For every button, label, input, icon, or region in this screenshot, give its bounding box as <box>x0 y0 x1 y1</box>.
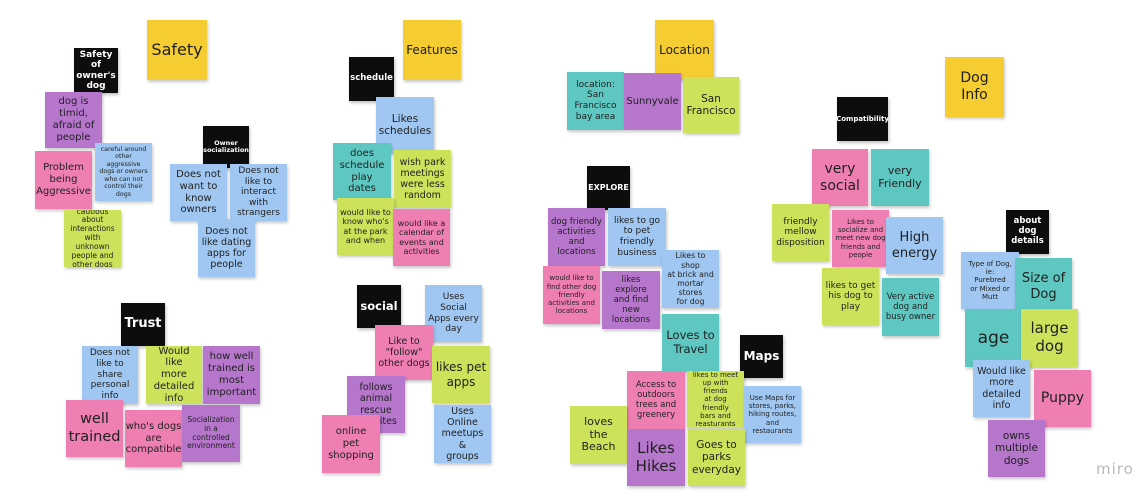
note-very-active-dog[interactable]: Very active dog and busy owner <box>882 278 939 336</box>
note-friendly-mellow[interactable]: friendly mellow disposition <box>772 204 829 261</box>
note-social-apps-every-day[interactable]: Uses Social Apps every day <box>425 285 482 342</box>
note-problem-aggressive[interactable]: Problem being Aggressive <box>35 151 92 209</box>
note-dog-info-title[interactable]: Dog Info <box>945 57 1004 117</box>
header-schedule[interactable]: schedule <box>349 57 394 101</box>
note-follow-other-dogs[interactable]: Like to "follow" other dogs <box>375 325 433 380</box>
note-explore-new-locations[interactable]: likes explore and find new locations <box>602 271 660 329</box>
note-find-other-activities[interactable]: would like to find other dog friendly ac… <box>543 266 600 324</box>
note-cautious-interactions[interactable]: cautious about interactions with unknown… <box>64 210 121 267</box>
note-maps-for-stores[interactable]: Use Maps for stores, parks, hiking route… <box>744 386 801 443</box>
note-socialization-controlled[interactable]: Socialization in a controlled environmen… <box>182 405 240 462</box>
note-very-friendly[interactable]: very Friendly <box>871 149 929 206</box>
miro-logo: miro <box>1096 460 1134 478</box>
note-loves-the-beach[interactable]: loves the Beach <box>570 406 627 464</box>
note-puppy[interactable]: Puppy <box>1034 370 1091 427</box>
note-more-detailed-info-dog[interactable]: Would like more detailed info <box>973 360 1030 417</box>
note-large-dog[interactable]: large dog <box>1021 309 1078 367</box>
note-not-know-owners[interactable]: Does not want to know owners <box>170 164 227 221</box>
note-shop-brick-mortar[interactable]: Likes to shop at brick and mortar stores… <box>662 250 719 308</box>
note-park-meetings-random[interactable]: wish park meetings were less random <box>394 150 451 208</box>
note-not-share-info[interactable]: Does not like to share personal info <box>82 346 138 404</box>
header-maps[interactable]: Maps <box>740 335 783 378</box>
note-not-interact-strangers[interactable]: Does not like to interact with strangers <box>230 164 287 221</box>
note-well-trained[interactable]: well trained <box>66 400 123 457</box>
note-location-title[interactable]: Location <box>655 20 714 80</box>
note-how-well-trained[interactable]: how well trained is most important <box>203 346 260 404</box>
note-calendar-events[interactable]: would like a calendar of events and acti… <box>393 209 450 266</box>
note-careful-around[interactable]: careful around other aggressive dogs or … <box>95 143 152 201</box>
note-online-pet-shopping[interactable]: online pet shopping <box>322 415 380 473</box>
note-size-of-dog[interactable]: Size of Dog <box>1015 258 1072 315</box>
note-very-social[interactable]: very social <box>812 149 868 206</box>
note-know-whos-at-park[interactable]: would like to know who's at the park and… <box>337 198 394 255</box>
note-meet-friends-bars[interactable]: likes to meet up with friends at dog fri… <box>687 371 744 428</box>
note-not-dating-apps[interactable]: Does not like dating apps for people <box>198 219 255 277</box>
header-owner-socialization[interactable]: Owner socialization <box>203 126 249 168</box>
header-explore[interactable]: EXPLORE <box>587 166 630 210</box>
header-about-dog-details[interactable]: about dog details <box>1006 210 1049 254</box>
note-pet-friendly-business[interactable]: likes to go to pet friendly business <box>608 208 666 266</box>
note-features-title[interactable]: Features <box>403 20 461 80</box>
header-safety-of-owners-dog[interactable]: Safety of owner's dog <box>74 48 118 93</box>
note-likes-hikes[interactable]: Likes Hikes <box>627 429 685 486</box>
note-get-dog-to-play[interactable]: likes to get his dog to play <box>822 268 879 325</box>
note-dogs-compatible[interactable]: who's dogs are compatible <box>125 410 182 467</box>
note-loves-to-travel[interactable]: Loves to Travel <box>662 314 719 372</box>
note-socialize-meet-friends[interactable]: Likes to socialize and meet new dog frie… <box>832 210 889 267</box>
note-bay-area[interactable]: location: San Francisco bay area <box>567 72 624 130</box>
note-san-francisco[interactable]: San Francisco <box>683 77 739 133</box>
header-trust[interactable]: Trust <box>121 303 165 346</box>
note-more-detailed-info-trust[interactable]: Would like more detailed info <box>146 346 202 404</box>
note-likes-pet-apps[interactable]: likes pet apps <box>432 346 490 403</box>
note-age[interactable]: age <box>965 309 1022 367</box>
note-access-outdoors[interactable]: Access to outdoors trees and greenery <box>627 371 685 429</box>
header-social[interactable]: social <box>357 285 401 328</box>
note-sunnyvale[interactable]: Sunnyvale <box>624 73 681 130</box>
note-dog-friendly-activities[interactable]: dog friendly activities and locations <box>548 208 605 266</box>
note-type-of-dog[interactable]: Type of Dog, ie: Purebred or Mixed or Mu… <box>961 252 1019 309</box>
note-dog-timid[interactable]: dog is timid, afraid of people <box>45 92 102 148</box>
note-goes-to-parks[interactable]: Goes to parks everyday <box>688 429 745 486</box>
note-high-energy[interactable]: High energy <box>886 217 943 274</box>
note-schedule-play-dates[interactable]: does schedule play dates <box>333 143 391 200</box>
note-online-meetups[interactable]: Uses Online meetups & groups <box>434 405 491 463</box>
note-safety-title[interactable]: Safety <box>147 20 207 80</box>
note-owns-multiple-dogs[interactable]: owns multiple dogs <box>988 420 1045 477</box>
header-compatibility[interactable]: Compatibility <box>836 97 889 141</box>
